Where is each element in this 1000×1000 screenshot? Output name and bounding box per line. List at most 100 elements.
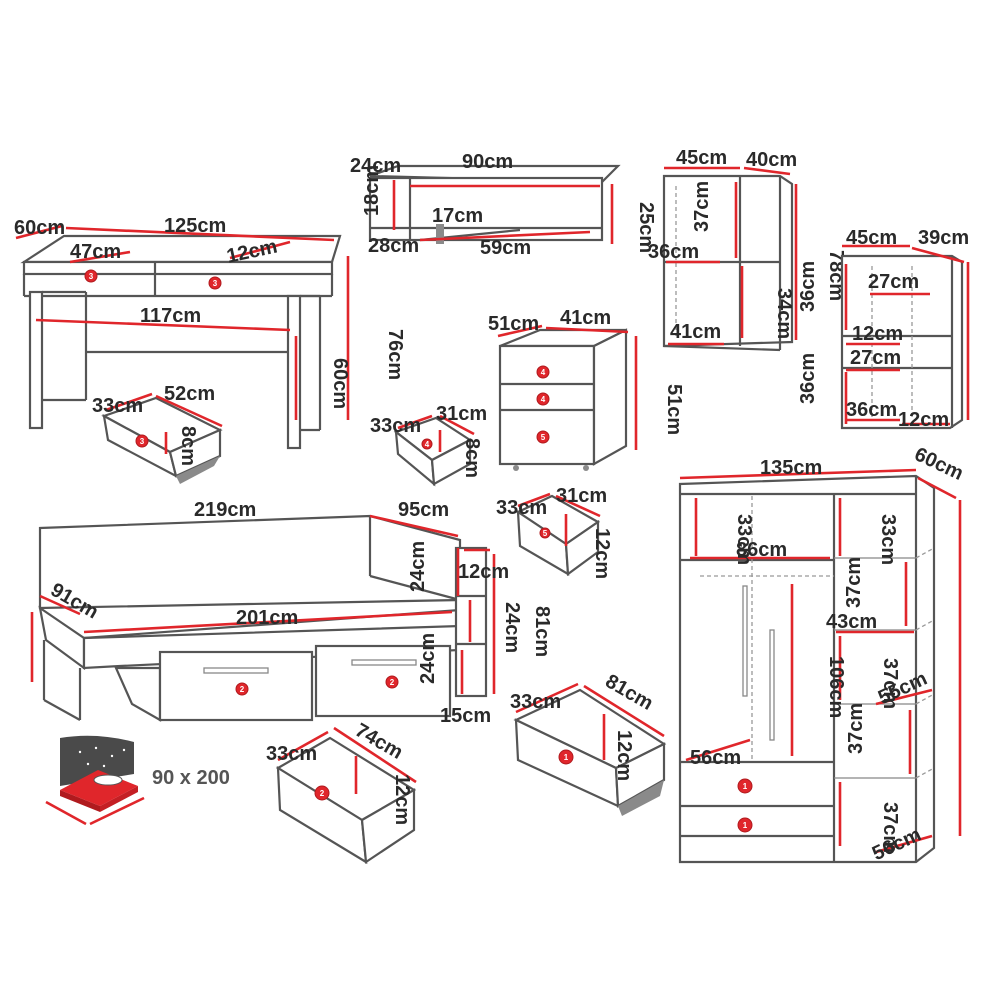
cabinet-b-mid-width-label: 27cm [850,347,901,369]
bed-handle-left [203,667,269,674]
bed-shelf-height2-label: 24cm [501,602,523,653]
cabinet-b-upper-width-label: 27cm [868,271,919,293]
cabinet-b: 45cm 39cm 27cm 36cm 12cm 27cm 78cm 36cm … [797,227,1000,431]
bed-shelf-height3-label: 24cm [417,633,439,684]
wardrobe-handle-left [742,585,748,697]
mattress-headboard-icon [60,735,134,786]
svg-text:3: 3 [213,279,218,288]
wardrobe-handle-right [769,629,775,741]
mattress-icon: 90 x 200 [45,735,230,826]
container-badge-2: 4 [536,392,550,406]
bed-total-height-label: 81cm [531,606,553,657]
shelf-right-width-label: 59cm [480,237,531,259]
drawer-small-5-height-label: 12cm [591,528,613,579]
cabinet-b-upper-height-label: 36cm [797,261,819,312]
wardrobe-badge-1: 1 [737,778,753,794]
container-badge-3: 5 [536,430,550,444]
bed-drawer-a: 2 33cm 74cm 12cm [266,719,417,865]
cabinet-b-height-label: 78cm [997,324,1000,375]
bed-length-label: 219cm [194,499,256,521]
cabinet-b-width-label: 45cm [846,227,897,249]
svg-text:3: 3 [89,272,94,281]
bed-drawer-a-badge: 2 [314,785,330,801]
shelf-height-label: 25cm [635,202,657,253]
bed-badge-left: 2 [235,682,249,696]
shelf-inner-height-label: 18cm [361,165,383,216]
desk-drawer-depth-label: 33cm [92,395,143,417]
cabinet-a-inner-h2-label: 34cm [773,288,795,339]
drawer-small-4-badge: 4 [421,438,433,450]
mattress-size-label: 90 x 200 [152,767,230,789]
svg-text:2: 2 [240,685,245,694]
bed-shelf-depth-label: 12cm [458,561,509,583]
bed: 2 2 219cm 95cm 91cm 201cm 41cm 24cm 12cm… [30,499,553,727]
cabinet-b-bottom-gap-label: 12cm [898,409,949,431]
desk-drawer-badge: 3 [135,434,149,448]
svg-text:4: 4 [541,368,546,377]
desk-width-label: 125cm [164,215,226,237]
container-badge-1: 4 [536,365,550,379]
bed-drawer-front-left [158,650,314,722]
desk: 3 3 60cm 125cm 47cm 12cm 117cm 60cm 76cm [14,215,406,450]
desk-drawer-width-label: 47cm [70,241,121,263]
desk-height-label: 76cm [384,329,406,380]
wardrobe-shelf-height1-label: 37cm [843,557,865,608]
wardrobe-top-left-height-label: 33cm [733,514,755,565]
wardrobe-shelf-height4-label: 37cm [879,802,901,853]
cabinet-a-width-label: 45cm [676,147,727,169]
drawer-small-5: 5 33cm 31cm 12cm [496,485,613,579]
svg-text:4: 4 [425,440,430,449]
cabinet-b-gap-label: 12cm [852,323,903,345]
drawer-container: 4 4 5 51cm 41cm 51cm [488,307,685,471]
bed-shelf-height-label: 24cm [407,541,429,592]
wardrobe: 1 1 135cm 60cm 33cm 33cm 86cm 37cm 43cm … [678,443,967,865]
drawer-small-5-badge: 5 [539,527,551,539]
cabinet-b-lower-height-label: 36cm [797,353,819,404]
bed-inner-length-label: 201cm [236,607,298,629]
wall-shelf: 24cm 90cm 18cm 17cm 28cm 59cm 25cm [350,151,657,259]
drawer-small-4: 4 33cm 31cm 8cm [370,403,487,487]
drawer-small-5-depth-label: 33cm [496,497,547,519]
wardrobe-top-right-height-label: 33cm [877,514,899,565]
desk-inner-width-label: 117cm [140,305,201,327]
wardrobe-hang-height-label: 106cm [825,656,847,718]
drawer-small-4-depth-label: 33cm [370,415,421,437]
wardrobe-rail-width-label: 86cm [736,539,787,561]
cabinet-a-inner-width-label: 36cm [648,241,699,263]
container-depth-label: 51cm [488,313,539,335]
desk-drawer-width-label: 52cm [164,383,215,405]
desk-badge-right: 3 [208,276,222,290]
drawer-small-4-height-label: 8cm [461,438,483,478]
shelf-width-label: 90cm [462,151,513,173]
svg-text:3: 3 [140,437,145,446]
svg-text:4: 4 [541,395,546,404]
wardrobe-shelf-height2-label: 37cm [879,658,901,709]
cabinet-a-depth-label: 40cm [746,149,797,171]
drawer-small-5-width-label: 31cm [556,485,607,507]
desk-top-front [22,260,334,276]
wardrobe-shelf-height3-label: 37cm [845,703,867,754]
svg-text:5: 5 [541,433,546,442]
bed-drawer-b-badge: 1 [558,749,574,765]
wardrobe-width-label: 135cm [760,457,822,479]
bed-back-depth-label: 95cm [398,499,449,521]
cabinet-a-inner-h1-label: 37cm [691,181,713,232]
shelf-mid-height-label: 17cm [432,205,483,227]
svg-text:2: 2 [320,789,325,798]
svg-text:5: 5 [543,529,548,538]
drawer-small-4-width-label: 31cm [436,403,487,425]
desk-drawer: 3 33cm 52cm 8cm [92,383,223,484]
svg-text:1: 1 [743,782,748,791]
desk-right-leg [286,294,302,450]
desk-badge-left: 3 [84,269,98,283]
wardrobe-shelf-width-label: 43cm [826,611,877,633]
desk-leg-height-label: 60cm [329,358,351,409]
svg-text:1: 1 [564,753,569,762]
wardrobe-drawer-width-label: 56cm [690,747,741,769]
svg-text:1: 1 [743,821,748,830]
bed-drawer-a-depth-label: 33cm [266,743,317,765]
desk-depth-label: 60cm [14,217,65,239]
bed-drawer-a-height-label: 12cm [391,774,413,825]
